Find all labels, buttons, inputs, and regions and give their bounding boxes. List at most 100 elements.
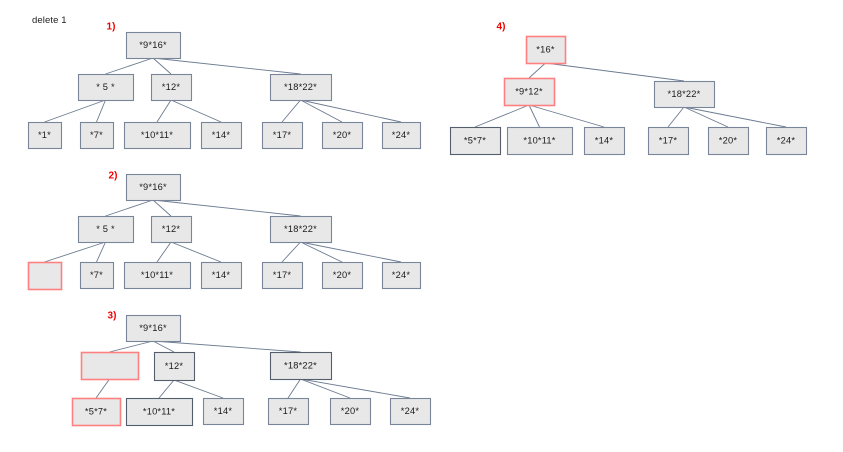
- node-label: *1*: [38, 130, 51, 140]
- node-internal-12[interactable]: *12*: [150, 215, 193, 244]
- node-box: [125, 397, 194, 427]
- node-label: *14*: [595, 135, 614, 145]
- node-internal-18-22[interactable]: *18*22*: [269, 215, 333, 244]
- node-leaf-14[interactable]: *14*: [200, 261, 243, 290]
- node-leaf-5-7[interactable]: *5*7*: [449, 126, 502, 156]
- node-leaf-14[interactable]: *14*: [583, 126, 626, 156]
- node-leaf-20[interactable]: *20*: [329, 397, 372, 426]
- node-box: [321, 261, 364, 290]
- node-box-highlighted: [503, 77, 556, 107]
- tree-edge: [300, 378, 411, 399]
- tree-edge: [152, 57, 301, 75]
- tree-edge: [170, 99, 222, 123]
- node-leaf-empty[interactable]: [27, 261, 63, 291]
- node-box-highlighted: [71, 397, 122, 427]
- node-leaf-20[interactable]: *20*: [321, 121, 364, 150]
- edge-group: [44, 199, 402, 263]
- tree-edge: [300, 241, 402, 263]
- node-leaf-14[interactable]: *14*: [202, 397, 245, 426]
- node-box: [765, 126, 808, 156]
- tree-edge: [300, 99, 343, 123]
- tree-edge: [528, 104, 540, 128]
- node-leaf-24[interactable]: *24*: [381, 261, 422, 290]
- node-leaf-17[interactable]: *17*: [647, 126, 690, 156]
- node-internal-18-22[interactable]: *18*22*: [653, 80, 716, 109]
- node-label: *5*7*: [85, 406, 107, 416]
- node-label: * 5 *: [96, 224, 115, 234]
- node-leaf-5-7[interactable]: *5*7*: [71, 397, 122, 427]
- node-internal-12[interactable]: *12*: [150, 73, 193, 102]
- node-leaf-14[interactable]: *14*: [200, 121, 243, 150]
- node-leaf-7[interactable]: *7*: [79, 261, 115, 290]
- tree-edge: [109, 340, 154, 353]
- node-leaf-17[interactable]: *17*: [261, 121, 304, 150]
- tree-edge: [300, 99, 402, 123]
- node-box: [389, 397, 432, 426]
- edge-group: [95, 340, 411, 399]
- node-box: [125, 314, 182, 343]
- tree-step-2: *9*16* * 5 * *12* *18*22* *7* *10*11* *14* *17*…: [27, 171, 422, 291]
- tree-edge: [152, 340, 175, 353]
- node-box: [200, 261, 243, 290]
- node-label: *5*7*: [464, 135, 486, 145]
- node-leaf-20[interactable]: *20*: [707, 126, 750, 156]
- node-box: [79, 261, 115, 290]
- node-box: [261, 261, 304, 290]
- node-label: *16*: [536, 44, 555, 54]
- node-label: *17*: [273, 130, 292, 140]
- node-root[interactable]: *9*16*: [125, 173, 182, 202]
- tree-edge: [545, 62, 685, 82]
- node-leaf-24[interactable]: *24*: [381, 121, 422, 150]
- page-title: delete 1: [32, 15, 67, 26]
- node-box: [506, 126, 574, 156]
- node-box: [653, 80, 716, 109]
- node-root[interactable]: *9*16*: [125, 31, 182, 60]
- node-root[interactable]: *9*16*: [125, 314, 182, 343]
- node-internal-9-12[interactable]: *9*12*: [503, 77, 556, 107]
- tree-edge: [287, 378, 301, 399]
- node-internal-5[interactable]: * 5 *: [77, 215, 135, 244]
- node-leaf-20[interactable]: *20*: [321, 261, 364, 290]
- node-label: *24*: [392, 270, 411, 280]
- node-leaf-10-11[interactable]: *10*11*: [123, 121, 192, 150]
- tree-edge: [105, 57, 154, 75]
- node-label: *17*: [273, 270, 292, 280]
- node-label: *20*: [333, 270, 352, 280]
- node-label: *20*: [333, 130, 352, 140]
- node-label: *9*16*: [139, 40, 167, 50]
- tree-edge: [281, 99, 301, 123]
- node-label: *9*12*: [515, 86, 543, 96]
- node-leaf-10-11[interactable]: *10*11*: [506, 126, 574, 156]
- node-root[interactable]: *16*: [525, 35, 567, 65]
- node-label: *12*: [162, 82, 181, 92]
- node-leaf-17[interactable]: *17*: [267, 397, 310, 426]
- node-leaf-24[interactable]: *24*: [765, 126, 808, 156]
- node-box: [123, 121, 192, 150]
- node-box: [261, 121, 304, 150]
- node-label: *9*16*: [139, 182, 167, 192]
- node-leaf-10-11[interactable]: *10*11*: [125, 397, 194, 427]
- tree-edge: [156, 99, 172, 123]
- node-box: [329, 397, 372, 426]
- tree-edge: [152, 199, 172, 217]
- tree-edge: [44, 99, 106, 123]
- node-leaf-10-11[interactable]: *10*11*: [123, 261, 192, 290]
- node-label: *7*: [90, 130, 103, 140]
- node-leaf-24[interactable]: *24*: [389, 397, 432, 426]
- node-internal-18-22[interactable]: *18*22*: [269, 73, 333, 102]
- node-label: *10*11*: [523, 135, 555, 145]
- node-internal-18-22[interactable]: *18*22*: [269, 351, 333, 381]
- node-internal-12[interactable]: *12*: [153, 351, 196, 382]
- node-internal-5[interactable]: * 5 *: [77, 73, 135, 102]
- node-label: *18*22*: [668, 89, 701, 99]
- node-leaf-17[interactable]: *17*: [261, 261, 304, 290]
- node-label: *10*11*: [141, 270, 173, 280]
- edge-group: [44, 57, 402, 123]
- tree-edge: [96, 99, 106, 123]
- edge-group: [474, 62, 787, 128]
- node-leaf-1[interactable]: *1*: [27, 121, 63, 150]
- node-label: *17*: [279, 406, 298, 416]
- node-leaf-7[interactable]: *7*: [79, 121, 115, 150]
- node-internal-empty[interactable]: [80, 351, 140, 381]
